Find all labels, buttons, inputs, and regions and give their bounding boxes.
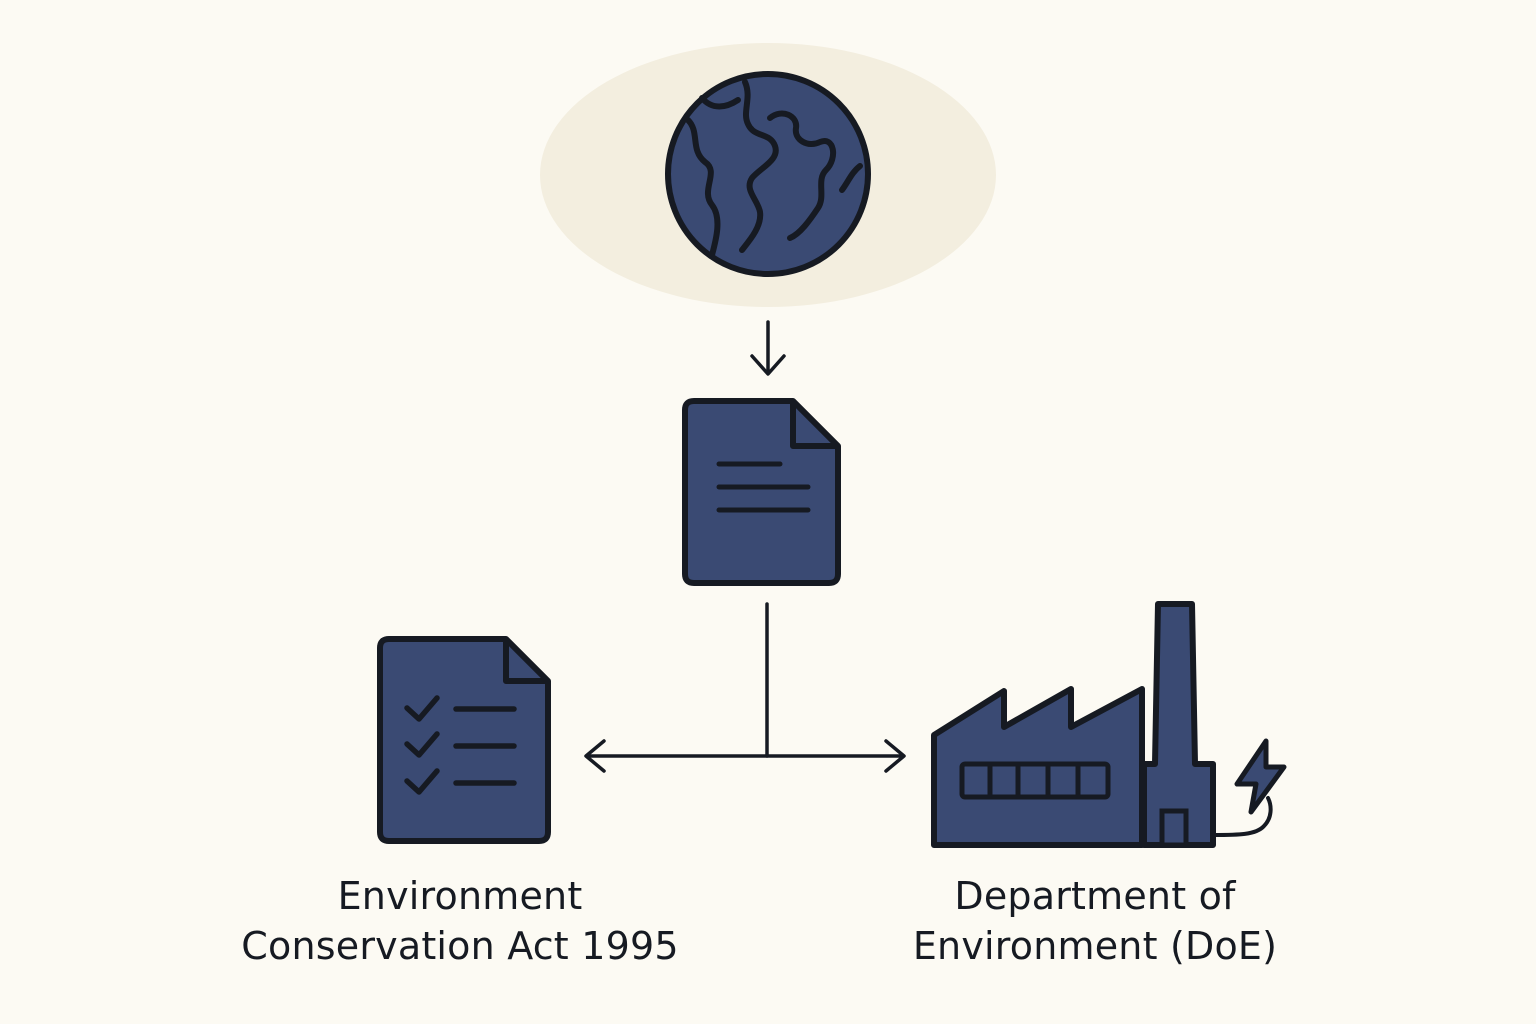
checklist-document-icon	[377, 636, 551, 844]
factory-icon	[931, 601, 1287, 848]
act-label-line-1: Environment	[337, 874, 583, 918]
act-label: Environment Conservation Act 1995	[200, 871, 720, 971]
department-label-line-1: Department of	[954, 874, 1236, 918]
document-icon	[682, 398, 841, 586]
branch-connector	[584, 602, 906, 773]
lightning-bolt-icon	[1234, 738, 1287, 815]
arrow-to-act	[584, 739, 606, 773]
arrow-globe-to-document	[750, 320, 786, 376]
department-label-line-2: Environment (DoE)	[912, 924, 1278, 968]
arrow-to-department	[884, 739, 906, 773]
act-label-line-2: Conservation Act 1995	[241, 924, 679, 968]
globe-icon	[665, 71, 871, 277]
department-label: Department of Environment (DoE)	[860, 871, 1330, 971]
